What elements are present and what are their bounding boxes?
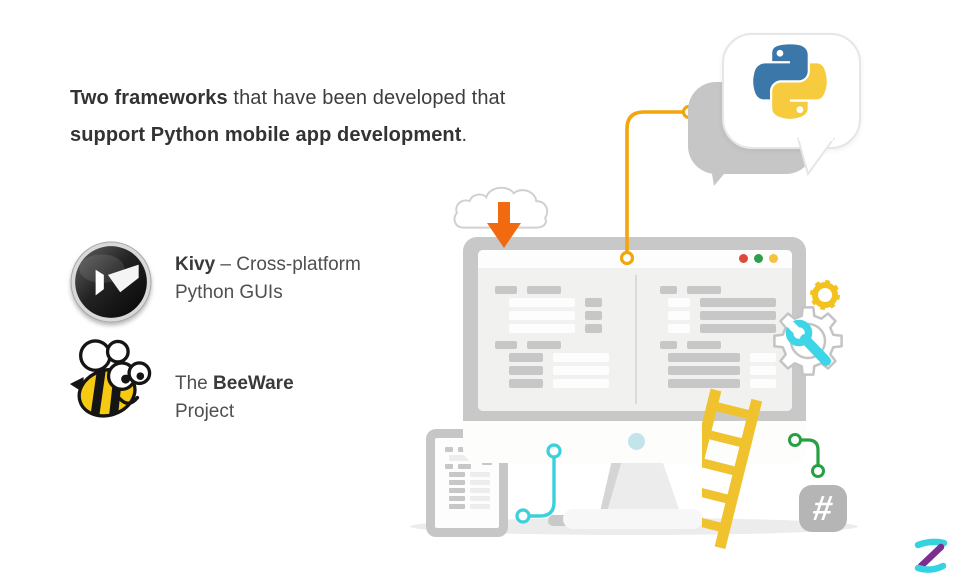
amber-connector-line <box>619 104 697 266</box>
kivy-line1: Kivy – Cross-platform <box>175 251 361 279</box>
monitor-camera-dot <box>628 433 645 450</box>
headline-line1: Two frameworks that have been developed … <box>70 80 590 117</box>
beeware-bee-icon <box>69 339 152 422</box>
gear-wrench-icon <box>773 306 843 376</box>
kivy-tagline1: – Cross-platform <box>215 254 361 275</box>
teal-connector-line <box>515 443 562 524</box>
speech-bubble-gray-tail <box>710 162 734 186</box>
window-dot-green <box>754 254 763 263</box>
beeware-name: BeeWare <box>213 373 294 394</box>
headline-bold-2: support Python mobile app development <box>70 124 462 146</box>
window-dot-red <box>739 254 748 263</box>
headline-bold-1: Two frameworks <box>70 87 228 109</box>
code-panel <box>478 268 792 411</box>
code-column-right <box>660 286 788 392</box>
speech-bubble-white-tail <box>796 138 836 177</box>
download-arrow-icon <box>487 202 521 248</box>
beeware-label: The BeeWare Project <box>175 370 294 425</box>
kivy-tagline2: Python GUIs <box>175 281 283 303</box>
browser-titlebar <box>478 250 792 268</box>
window-dots <box>739 254 778 263</box>
panel-divider <box>635 275 637 404</box>
hashtag-icon: # <box>799 485 847 532</box>
small-gear-icon <box>810 280 840 310</box>
kivy-logo-icon <box>70 241 152 323</box>
headline-line2: support Python mobile app development. <box>70 117 590 154</box>
monitor-stand <box>548 460 703 529</box>
monitor-screen <box>478 250 792 411</box>
hashtag-glyph: # <box>810 488 836 528</box>
kivy-label: Kivy – Cross-platform Python GUIs <box>175 251 361 306</box>
headline-rest-1: that have been developed that <box>227 87 506 109</box>
beeware-prefix: The <box>175 373 214 394</box>
headline: Two frameworks that have been developed … <box>70 80 590 154</box>
kivy-name: Kivy <box>175 254 216 275</box>
beeware-line1: The BeeWare <box>175 370 294 398</box>
ladder-illustration <box>702 388 763 549</box>
headline-rest-2: . <box>461 124 468 146</box>
green-connector-line <box>788 433 825 478</box>
zenva-z-logo <box>914 538 948 573</box>
window-dot-yellow <box>769 254 778 263</box>
code-column-left <box>495 286 629 392</box>
python-logo-icon <box>753 44 827 119</box>
beeware-line2: Project <box>175 400 235 422</box>
